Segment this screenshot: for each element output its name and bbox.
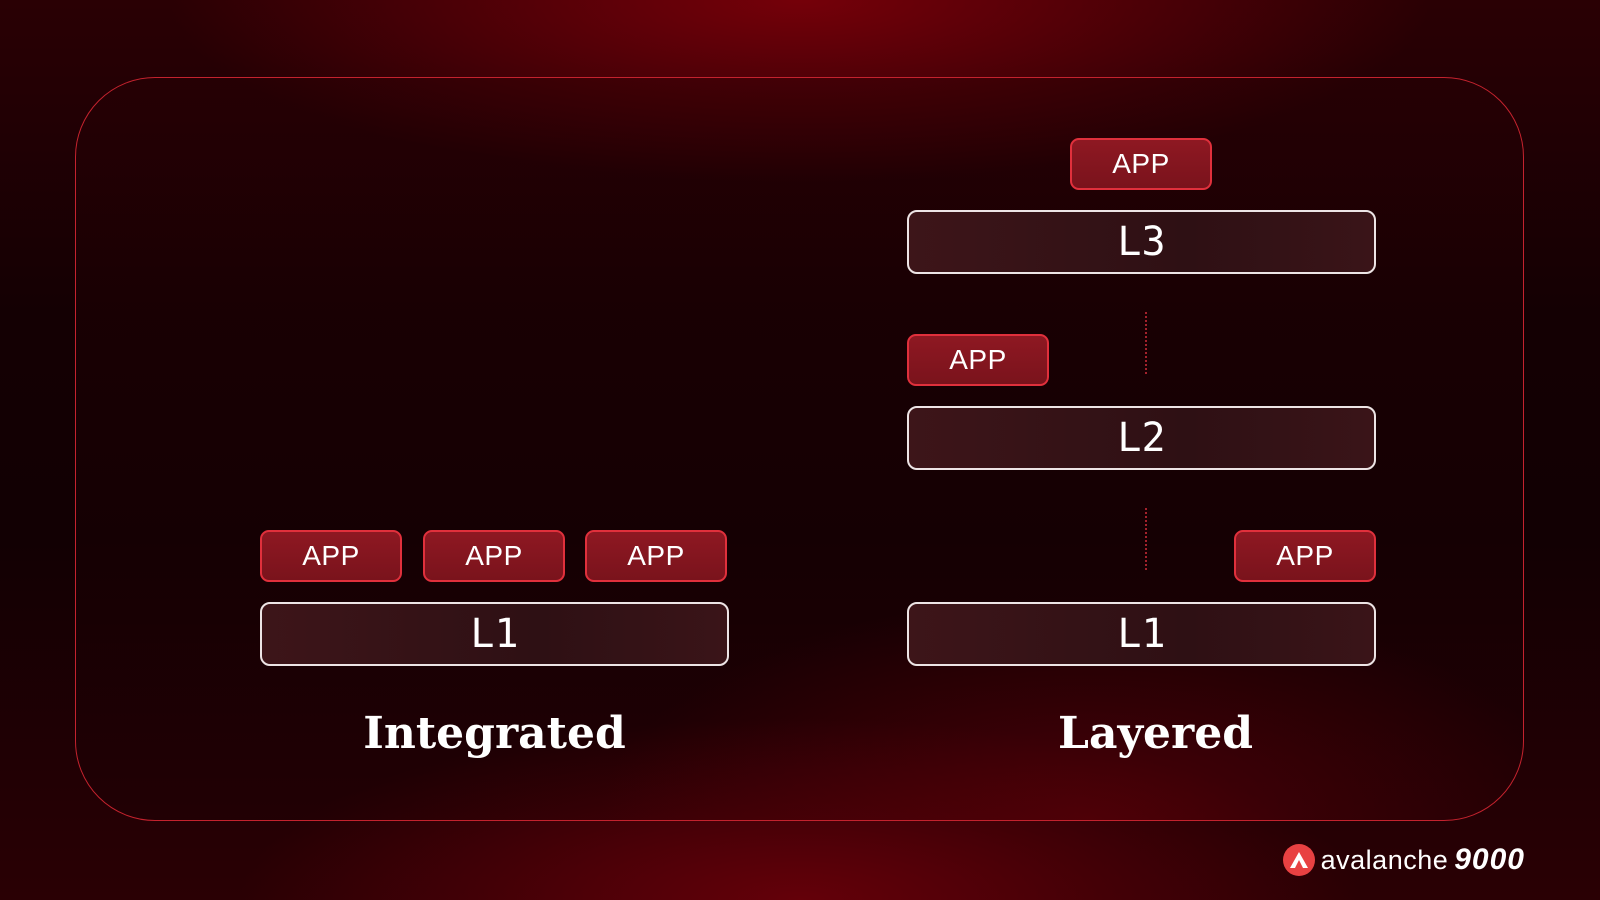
- integrated-app-1: APP: [260, 530, 402, 582]
- avalanche-9000-logo: avalanche 9000: [1282, 840, 1525, 880]
- integrated-l1-layer: L1: [260, 602, 729, 666]
- brand-number: 9000: [1454, 843, 1525, 876]
- integrated-caption: Integrated: [363, 708, 626, 759]
- brand-wordmark: avalanche: [1320, 844, 1449, 875]
- layered-l1-layer: L1: [907, 602, 1376, 666]
- layered-caption: Layered: [1058, 708, 1253, 759]
- layered-l2-layer: L2: [907, 406, 1376, 470]
- layered-l1-app: APP: [1234, 530, 1376, 582]
- integrated-app-3: APP: [585, 530, 727, 582]
- integrated-app-2: APP: [423, 530, 565, 582]
- layered-l3-layer: L3: [907, 210, 1376, 274]
- l2-l1-connector: [1145, 508, 1147, 570]
- layered-l3-app: APP: [1070, 138, 1212, 190]
- l3-l2-connector: [1145, 312, 1147, 374]
- avalanche-logo-icon: [1282, 844, 1315, 876]
- layered-l2-app: APP: [907, 334, 1049, 386]
